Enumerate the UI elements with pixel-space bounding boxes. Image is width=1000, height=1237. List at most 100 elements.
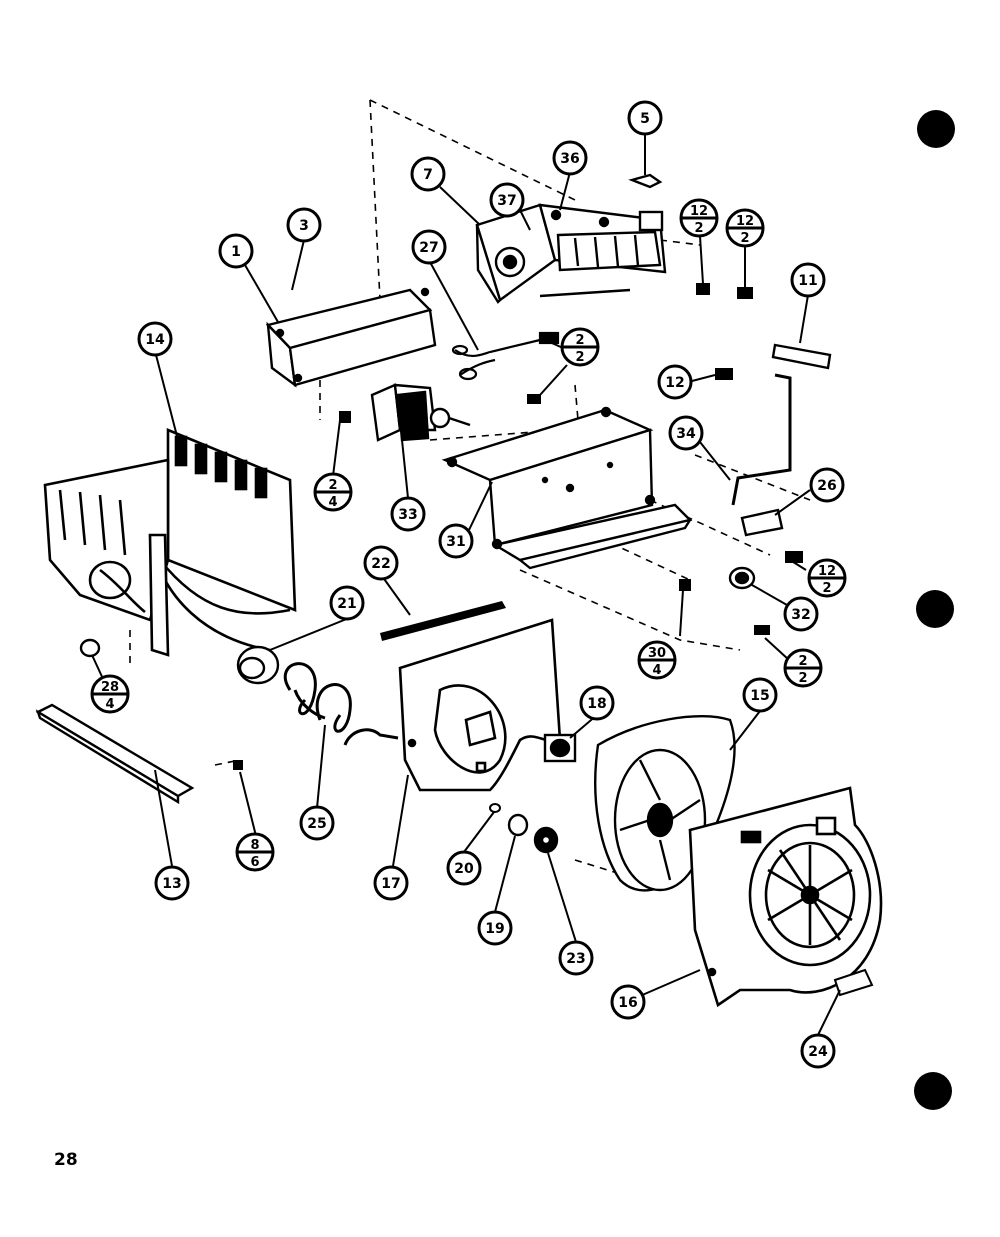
leader-lines <box>91 133 841 1036</box>
callout-number: 36 <box>560 151 579 167</box>
callout-circle <box>657 364 693 400</box>
callout-number: 24 <box>808 1044 828 1060</box>
wire-harness-part-27 <box>451 331 560 381</box>
callout-c19: 19 <box>477 910 513 946</box>
callout-circle <box>299 805 335 841</box>
callout-circle <box>610 984 646 1020</box>
callout-circle <box>558 940 594 976</box>
plate-part-17 <box>398 618 562 792</box>
ice-bucket-part-14 <box>43 428 297 657</box>
callout-number: 1 <box>231 244 241 260</box>
callout-c5: 5 <box>627 100 663 136</box>
callout-c31: 31 <box>438 523 474 559</box>
callout-c26: 26 <box>809 467 845 503</box>
callout-circle <box>446 850 482 886</box>
callout-number: 22 <box>371 556 390 572</box>
callout-circle <box>363 545 399 581</box>
bushing-part-18 <box>543 733 577 763</box>
callout-top-number: 12 <box>736 214 754 229</box>
callout-circle <box>579 685 615 721</box>
callout-c1: 1 <box>218 233 254 269</box>
callout-labels: 1357111213141516171819202122232425262731… <box>90 100 847 1069</box>
callout-f12_2b: 122 <box>725 208 765 248</box>
callout-top-number: 30 <box>648 646 666 661</box>
callout-bottom-number: 6 <box>250 855 259 870</box>
callout-c36: 36 <box>552 140 588 176</box>
callout-circle <box>137 321 173 357</box>
callout-bottom-number: 2 <box>798 671 807 686</box>
callout-c37: 37 <box>489 182 525 218</box>
callout-bottom-number: 2 <box>694 221 703 236</box>
callout-f28_4: 284 <box>90 674 130 714</box>
callout-circle <box>154 865 190 901</box>
housing-part-31 <box>441 406 693 570</box>
callout-top-number: 2 <box>328 478 337 493</box>
ice-maker-part-7 <box>475 203 667 304</box>
nut-part-23 <box>533 826 559 854</box>
punch-hole-bottom <box>914 1072 952 1110</box>
callout-number: 25 <box>307 816 326 832</box>
callout-circle <box>218 233 254 269</box>
callout-top-number: 12 <box>818 564 836 579</box>
callout-bottom-number: 2 <box>575 350 584 365</box>
callout-c3: 3 <box>286 207 322 243</box>
callout-c11: 11 <box>790 262 826 298</box>
bar-part-13 <box>35 703 195 805</box>
callout-number: 5 <box>640 111 650 127</box>
callout-number: 15 <box>750 688 769 704</box>
callout-number: 23 <box>566 951 585 967</box>
callout-circle <box>286 207 322 243</box>
washer-part-20 <box>489 803 501 813</box>
page-number: 28 <box>54 1150 78 1170</box>
callout-f2_2b: 22 <box>783 648 823 688</box>
callout-number: 34 <box>676 426 696 442</box>
callout-c33: 33 <box>390 496 426 532</box>
callout-c22: 22 <box>363 545 399 581</box>
callout-circle <box>411 229 447 265</box>
strip-part-22 <box>380 601 506 641</box>
callout-circle <box>329 585 365 621</box>
callout-number: 33 <box>398 507 417 523</box>
callout-number: 3 <box>299 218 309 234</box>
callout-circle <box>373 865 409 901</box>
callout-number: 31 <box>446 534 465 550</box>
callout-top-number: 28 <box>101 680 119 695</box>
callout-c34: 34 <box>668 415 704 451</box>
callout-circle <box>438 523 474 559</box>
callout-number: 20 <box>454 861 474 877</box>
callout-f30_4: 304 <box>637 640 677 680</box>
callout-c15: 15 <box>742 677 778 713</box>
callout-number: 11 <box>798 273 817 289</box>
callout-number: 14 <box>145 332 165 348</box>
callout-f2_4: 24 <box>313 472 353 512</box>
callout-number: 18 <box>587 696 606 712</box>
callout-c18: 18 <box>579 685 615 721</box>
callout-c27: 27 <box>411 229 447 265</box>
screws-12 <box>339 283 803 635</box>
callout-c20: 20 <box>446 850 482 886</box>
callout-number: 26 <box>817 478 836 494</box>
callout-circle <box>410 156 446 192</box>
callout-bottom-number: 2 <box>740 231 749 246</box>
callout-circle <box>790 262 826 298</box>
callout-circle <box>489 182 525 218</box>
callout-c24: 24 <box>800 1033 836 1069</box>
callout-circle <box>783 596 819 632</box>
callout-top-number: 2 <box>575 333 584 348</box>
callout-number: 19 <box>485 921 504 937</box>
callout-c7: 7 <box>410 156 446 192</box>
callout-number: 16 <box>618 995 637 1011</box>
callout-number: 12 <box>665 375 684 391</box>
callout-f2_2a: 22 <box>560 327 600 367</box>
callout-c12: 12 <box>657 364 693 400</box>
callout-c14: 14 <box>137 321 173 357</box>
part-32 <box>728 566 756 590</box>
rod-part-34 <box>731 373 792 506</box>
bracket-part-1 <box>265 287 437 388</box>
callout-number: 32 <box>791 607 810 623</box>
callout-c25: 25 <box>299 805 335 841</box>
part-19 <box>507 813 529 837</box>
callout-bottom-number: 4 <box>328 495 337 510</box>
